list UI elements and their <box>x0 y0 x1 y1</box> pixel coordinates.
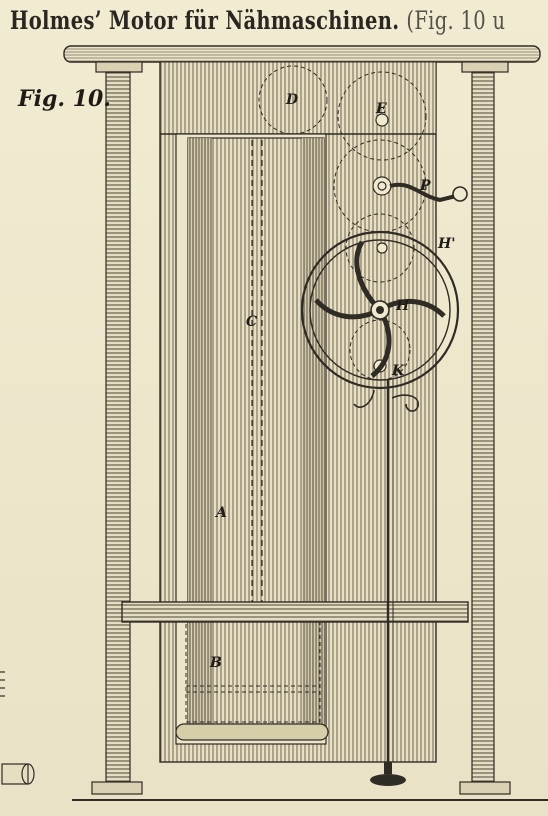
label-H-prime: H' <box>437 236 456 252</box>
flywheel-H <box>300 230 460 390</box>
label-K: K <box>391 363 405 379</box>
rod-C <box>251 140 263 622</box>
cylinder-A <box>187 137 325 739</box>
label-H: H <box>395 298 410 314</box>
bottom-roll <box>175 723 329 741</box>
top-plank <box>63 45 541 63</box>
hook-K <box>353 389 419 412</box>
crossbar <box>121 601 469 623</box>
label-D: D <box>285 92 299 108</box>
page-title: Holmes’ Motor für Nähmaschinen. (Fig. 10… <box>10 6 505 35</box>
left-leg <box>91 61 143 795</box>
adjacent-figure-fragment <box>0 671 35 785</box>
figure-label: Fig. 10. <box>18 86 111 112</box>
title-main: Holmes’ Motor für Nähmaschinen. <box>10 6 400 35</box>
label-B: B <box>209 655 222 671</box>
label-C: C <box>246 314 257 330</box>
title-suffix: (Fig. 10 u <box>406 6 506 35</box>
label-P: P <box>419 178 431 194</box>
label-E: E <box>375 101 387 117</box>
gear-housing-top <box>159 61 437 135</box>
crank-arm-P <box>389 182 457 203</box>
right-leg <box>459 61 511 795</box>
foot-pedal <box>370 762 406 786</box>
label-A: A <box>214 505 227 521</box>
